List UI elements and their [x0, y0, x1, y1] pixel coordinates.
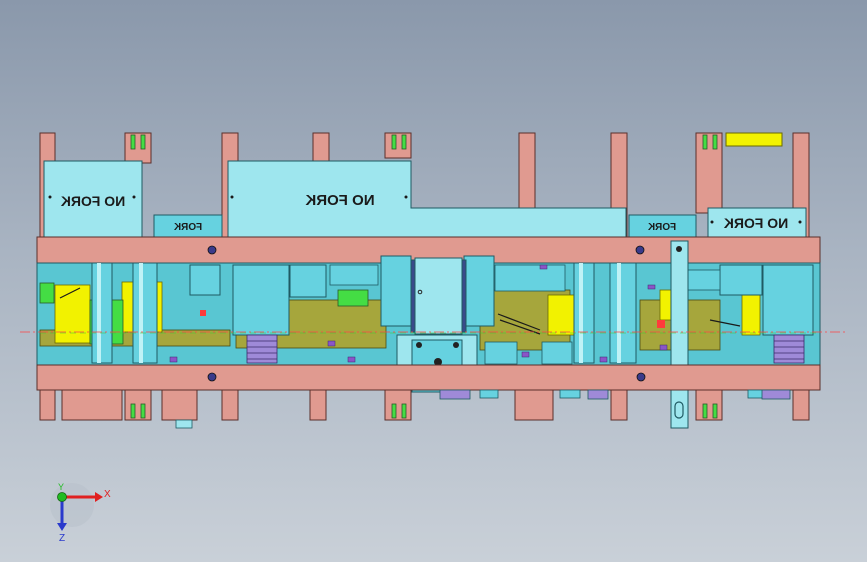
- stripper-parts: [329, 264, 721, 365]
- no-fork-label-center: NO FORK: [305, 192, 374, 209]
- fork-block-left: FORK: [153, 214, 223, 238]
- fork-block-right: FORK: [628, 214, 697, 238]
- no-fork-panel-center: NO FORK: [227, 160, 627, 238]
- top-post-green-inserts: [130, 134, 718, 150]
- fork-label-left: FORK: [173, 222, 202, 233]
- no-fork-panel-left: NO FORK: [43, 160, 143, 238]
- lower-plate-bolt-left: [207, 372, 217, 382]
- no-fork-panel-right: NO FORK: [707, 207, 807, 239]
- upper-plate-bolt-right: [635, 245, 645, 255]
- spring-stack-left: [246, 334, 278, 364]
- fork-label-right: FORK: [647, 222, 676, 233]
- triad-origin-shadow: [50, 483, 94, 527]
- upper-plate-bolt-left: [207, 245, 217, 255]
- bottom-legs: [39, 389, 810, 421]
- bottom-leg-green-inserts: [130, 403, 718, 419]
- lower-plate-bolt-right: [636, 372, 646, 382]
- x-axis-label: X: [104, 489, 111, 500]
- spring-stack-right: [773, 334, 805, 364]
- bottom-small-parts: [175, 389, 791, 429]
- y-axis-label: Y: [58, 482, 64, 492]
- z-axis-label: Z: [59, 533, 65, 544]
- pillar-highlights: [97, 263, 621, 363]
- no-fork-label-right: NO FORK: [724, 215, 789, 231]
- lifter-bar: [670, 240, 689, 429]
- axis-triad: X Y Z: [50, 482, 111, 544]
- lower-die-plate: [36, 364, 821, 391]
- yellow-top-bar: [725, 132, 783, 147]
- punch-blocks: [189, 264, 814, 336]
- no-fork-label-left: NO FORK: [61, 193, 126, 209]
- red-bolts: [200, 310, 665, 328]
- purple-bolts: [169, 264, 668, 363]
- y-axis-dot: [57, 492, 67, 502]
